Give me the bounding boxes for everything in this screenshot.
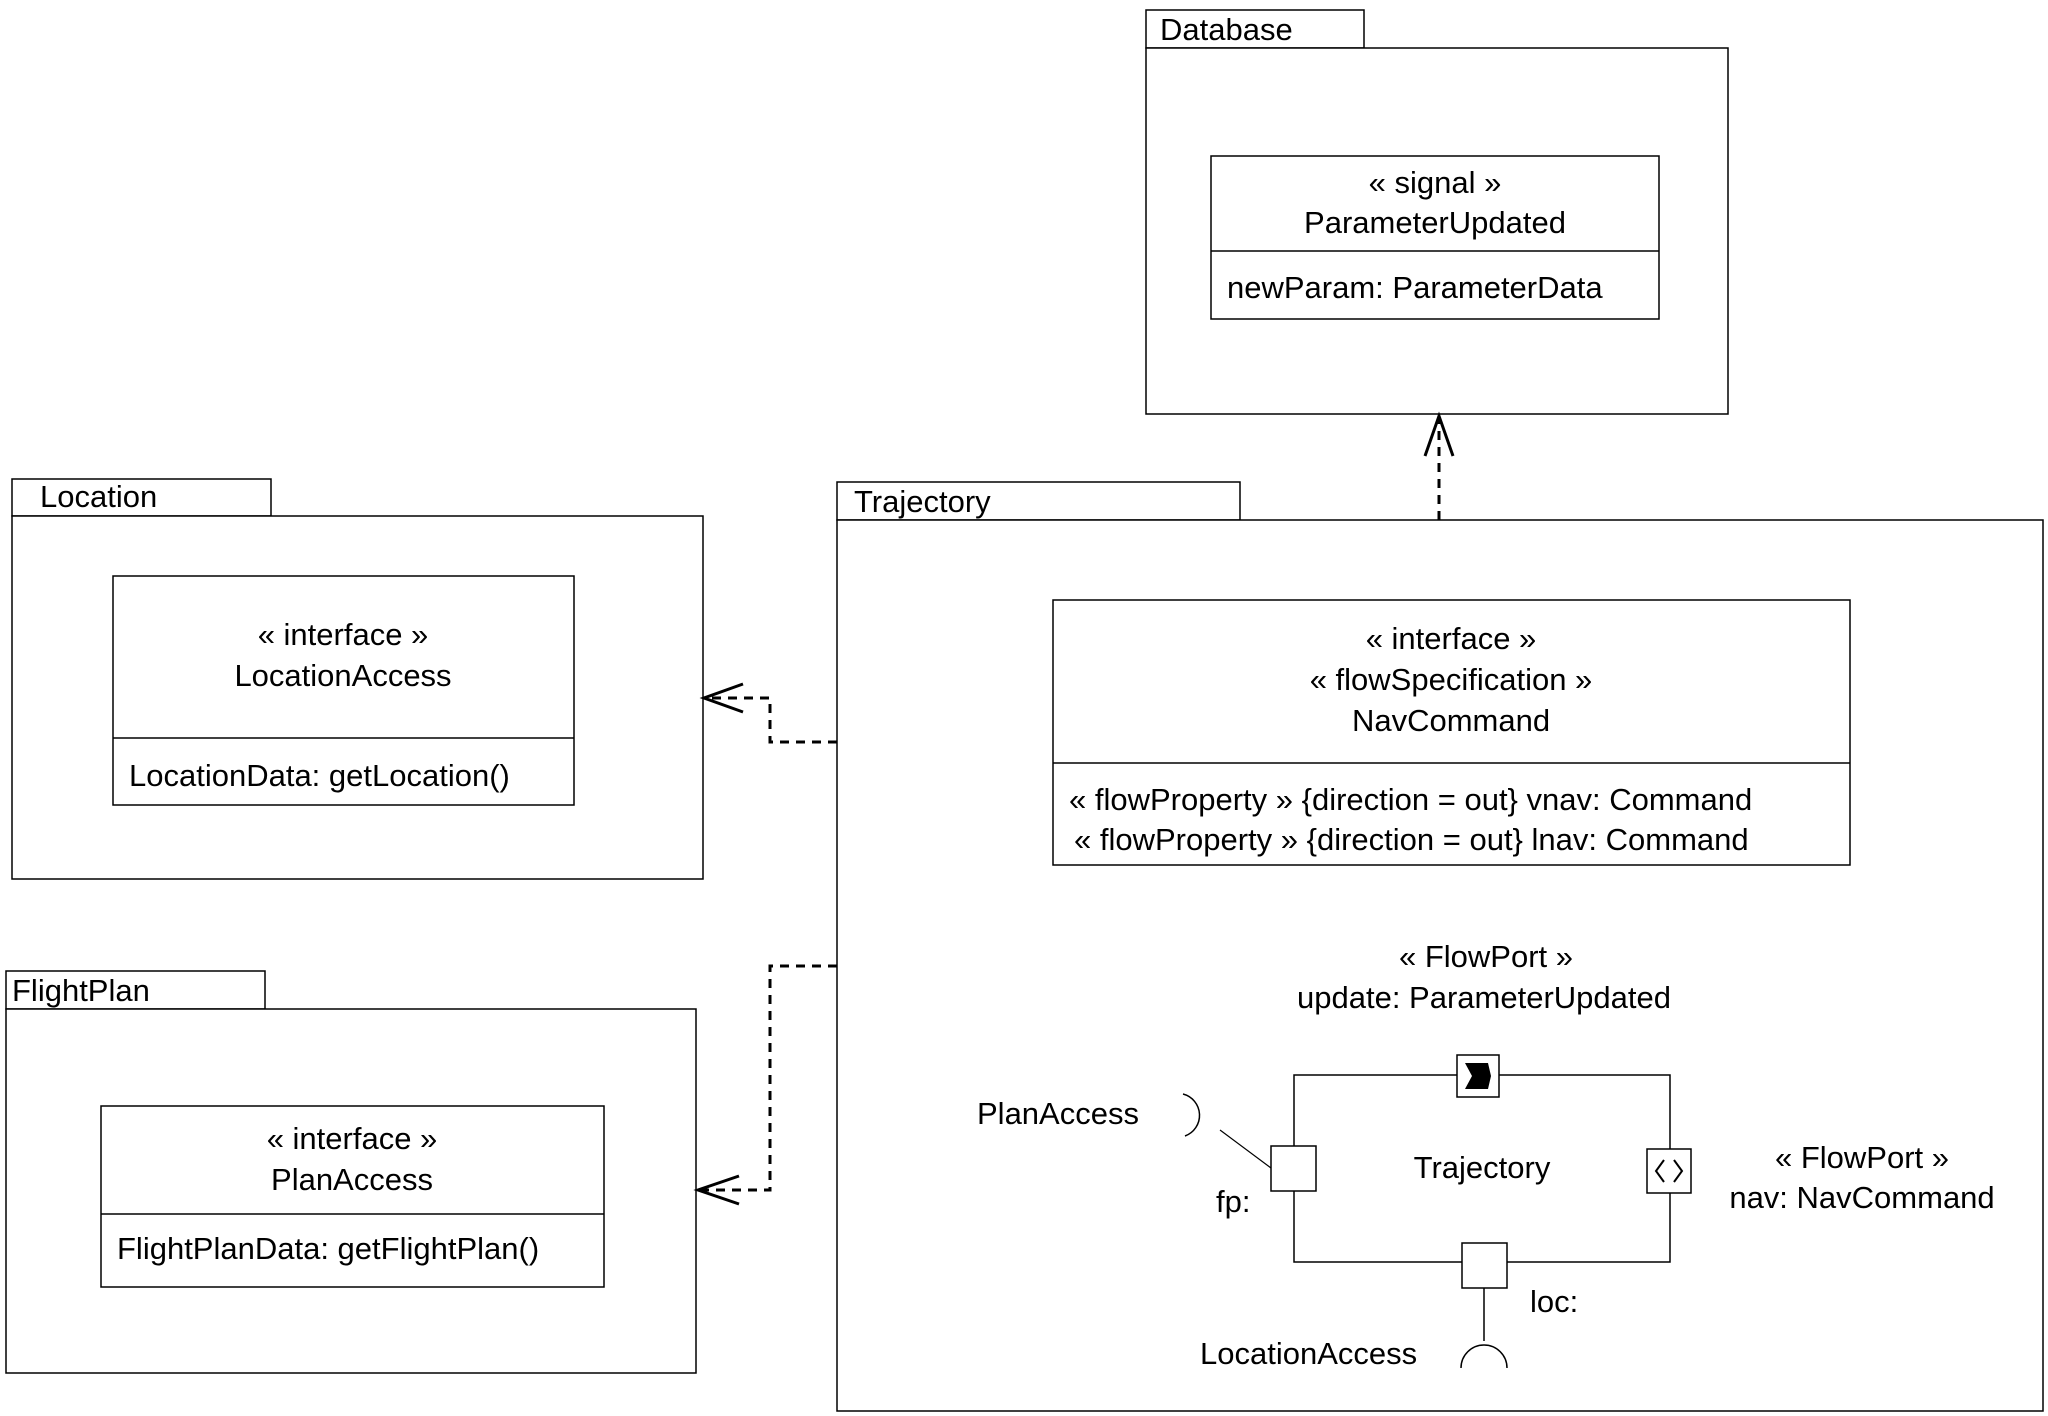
port-box	[1270, 1145, 1317, 1192]
dependency-trajectory-to-flightplan[interactable]	[693, 964, 837, 1206]
location-access-label: LocationAccess	[1200, 1336, 1417, 1371]
dependency-line	[708, 696, 837, 744]
interface-box	[112, 575, 575, 806]
parameter-updated-signal[interactable]: « signal » ParameterUpdated newParam: Pa…	[1210, 155, 1660, 320]
flow-inout-icon	[1654, 1159, 1665, 1183]
fp-port[interactable]	[1270, 1145, 1317, 1192]
interface-stereotype: « interface »	[258, 617, 429, 652]
interface-operation: FlightPlanData: getFlightPlan()	[117, 1231, 539, 1266]
location-access-interface[interactable]: « interface » LocationAccess LocationDat…	[112, 575, 575, 806]
signal-attribute: newParam: ParameterData	[1227, 270, 1603, 305]
flow-inout-icon	[1673, 1159, 1684, 1183]
dependency-trajectory-to-location[interactable]	[699, 682, 837, 744]
open-arrowhead-icon	[693, 1174, 740, 1206]
dependency-trajectory-to-database[interactable]	[1423, 411, 1455, 520]
port-box	[1646, 1148, 1692, 1194]
flow-property-lnav: « flowProperty » {direction = out} lnav:…	[1074, 822, 1749, 857]
trajectory-package-tab	[836, 481, 1241, 521]
navcommand-interface[interactable]: « interface » « flowSpecification » NavC…	[1052, 599, 1851, 866]
database-package-tab	[1145, 9, 1365, 49]
interface-box	[100, 1105, 605, 1288]
interface-stereotype: « interface »	[1366, 621, 1537, 656]
required-interface-line	[1219, 1129, 1272, 1169]
signal-box	[1210, 155, 1660, 320]
flightplan-package-tab	[5, 970, 266, 1010]
open-arrowhead-icon	[699, 682, 744, 714]
update-flow-port[interactable]	[1456, 1054, 1500, 1098]
location-package[interactable]: Location « interface » LocationAccess Lo…	[11, 478, 704, 880]
update-port-label: update: ParameterUpdated	[1297, 980, 1671, 1015]
flow-specification-stereotype: « flowSpecification »	[1310, 662, 1593, 697]
nav-flow-port[interactable]	[1646, 1148, 1692, 1194]
interface-name: LocationAccess	[234, 658, 451, 693]
interface-name: NavCommand	[1352, 703, 1550, 738]
nav-port-stereotype: « FlowPort »	[1775, 1140, 1949, 1175]
interface-name: PlanAccess	[271, 1162, 433, 1197]
interface-operation: LocationData: getLocation()	[129, 758, 510, 793]
trajectory-package[interactable]: Trajectory « interface » « flowSpecifica…	[836, 481, 2044, 1412]
flow-property-vnav: « flowProperty » {direction = out} vnav:…	[1069, 782, 1752, 817]
trajectory-package-label: Trajectory	[854, 484, 991, 519]
trajectory-component[interactable]: « FlowPort » update: ParameterUpdated Tr…	[977, 939, 1995, 1371]
flow-in-icon	[1465, 1063, 1491, 1089]
nav-port-label: nav: NavCommand	[1729, 1180, 1994, 1215]
database-package-label: Database	[1160, 12, 1293, 47]
interface-box	[1052, 599, 1851, 866]
dependency-line	[701, 964, 837, 1192]
fp-port-label: fp:	[1216, 1184, 1250, 1219]
component-box	[1293, 1074, 1671, 1263]
loc-port[interactable]	[1461, 1242, 1508, 1289]
port-box	[1461, 1242, 1508, 1289]
database-package[interactable]: Database « signal » ParameterUpdated new…	[1145, 9, 1729, 415]
plan-access-interface[interactable]: « interface » PlanAccess FlightPlanData:…	[100, 1105, 605, 1288]
socket-icon	[1460, 1344, 1508, 1369]
interface-stereotype: « interface »	[267, 1121, 438, 1156]
plan-access-label: PlanAccess	[977, 1096, 1139, 1131]
update-port-stereotype: « FlowPort »	[1399, 939, 1573, 974]
signal-name: ParameterUpdated	[1304, 205, 1566, 240]
loc-port-label: loc:	[1530, 1284, 1578, 1319]
flightplan-package-label: FlightPlan	[12, 973, 150, 1008]
signal-stereotype: « signal »	[1369, 165, 1502, 200]
component-name: Trajectory	[1414, 1150, 1551, 1185]
socket-icon	[1182, 1093, 1201, 1137]
flightplan-package[interactable]: FlightPlan « interface » PlanAccess Flig…	[5, 970, 697, 1374]
open-arrowhead-icon	[1423, 411, 1455, 457]
location-package-label: Location	[40, 479, 157, 514]
